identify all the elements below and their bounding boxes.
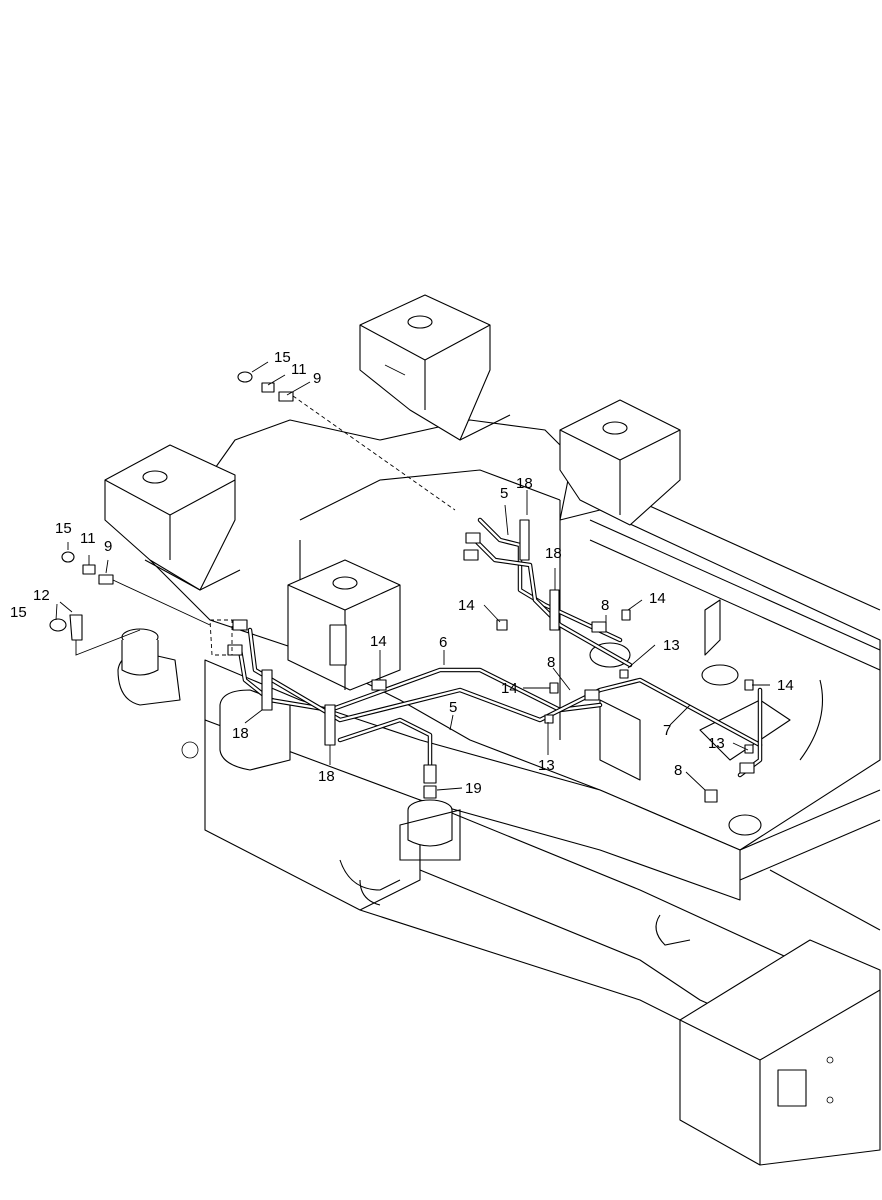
callout-14-right: 14: [649, 590, 666, 607]
callout-5-front: 5: [449, 699, 457, 716]
callout-6: 6: [439, 634, 447, 651]
callout-15-top: 15: [274, 349, 291, 366]
callout-13-center: 13: [538, 757, 555, 774]
callout-9-left: 9: [104, 538, 112, 555]
callout-18-front-left: 18: [232, 725, 249, 742]
callout-14-far-right: 14: [777, 677, 794, 694]
callout-18-front: 18: [318, 768, 335, 785]
hydraulic-pipes: [49, 371, 763, 803]
mount-block-front-center: [287, 559, 401, 691]
callout-15-left-lower: 15: [10, 604, 27, 621]
callout-14-center: 14: [370, 633, 387, 650]
leader-lines: [55, 361, 770, 791]
callout-19: 19: [465, 780, 482, 797]
callout-18-rear-lower: 18: [545, 545, 562, 562]
callout-13-right: 13: [663, 637, 680, 654]
mount-block-rear-left: [104, 444, 241, 591]
chassis-frame: [117, 419, 881, 1166]
callout-11-left: 11: [80, 530, 96, 547]
mount-block-rear-center: [359, 294, 511, 441]
mount-block-right: [559, 399, 681, 526]
callout-11-top: 11: [291, 361, 307, 378]
callout-8-rear: 8: [601, 597, 609, 614]
callout-labels: 15 11 9 15 11 9 12 15 5 18 18 14 8 14 14…: [10, 349, 794, 797]
callout-14-rear: 14: [458, 597, 475, 614]
callout-7: 7: [663, 722, 671, 739]
callout-14-center-lower: 14: [501, 680, 518, 697]
callout-8-far-right: 8: [674, 762, 682, 779]
callout-8-center: 8: [547, 654, 555, 671]
callout-15-left: 15: [55, 520, 72, 537]
callout-13-far-right: 13: [708, 735, 725, 752]
callout-5-rear: 5: [500, 485, 508, 502]
callout-18-rear: 18: [516, 475, 533, 492]
callout-9-top: 9: [313, 370, 321, 387]
callout-12-left: 12: [33, 587, 50, 604]
